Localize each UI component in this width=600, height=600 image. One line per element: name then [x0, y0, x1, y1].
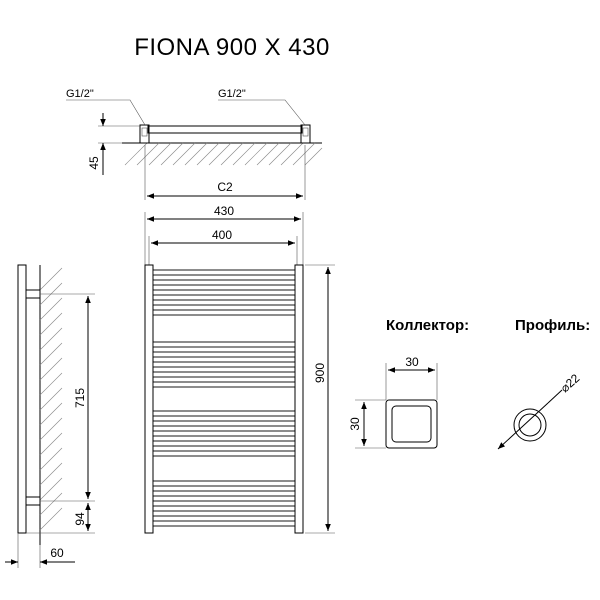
heating-bar	[152, 269, 296, 276]
mount-715-dim: 715	[73, 388, 87, 408]
collector-width-dim: 30	[405, 355, 419, 369]
front-view: 430 400 900	[144, 204, 335, 534]
heating-bar	[152, 430, 296, 437]
width-400-dim: 400	[212, 228, 232, 242]
heating-bar	[152, 480, 296, 487]
width-430-dim: 430	[214, 204, 234, 218]
heating-bar	[152, 440, 296, 447]
collector-section: Коллектор: 30 30	[348, 317, 469, 449]
heating-bar	[152, 279, 296, 286]
radiator-side-profile	[17, 264, 27, 534]
heating-bar	[152, 381, 296, 388]
heating-bar	[152, 341, 296, 348]
thread-left-label: G1/2"	[66, 88, 94, 100]
collector-label: Коллектор:	[386, 317, 469, 334]
height-45-dim: 45	[87, 156, 101, 170]
lower-bracket	[25, 496, 41, 506]
left-connector-top	[139, 124, 150, 144]
heating-bar	[152, 450, 296, 457]
wall-hatch-side	[39, 267, 63, 531]
heating-bar	[152, 309, 296, 316]
collector-height-dim: 30	[348, 417, 362, 431]
heating-bar	[152, 510, 296, 517]
heating-bar	[152, 500, 296, 507]
heating-bar	[152, 490, 296, 497]
side-view: 715 94 60	[5, 264, 95, 568]
heating-bar	[152, 520, 296, 527]
heating-bar	[152, 299, 296, 306]
upper-bracket	[25, 289, 41, 299]
heating-bar	[152, 410, 296, 417]
profile-label: Профиль:	[515, 317, 590, 334]
thread-right-label: G1/2"	[218, 88, 246, 100]
offset-94-dim: 94	[73, 512, 87, 526]
heating-bar	[152, 351, 296, 358]
wall-hatch-top	[124, 142, 323, 166]
profile-section: Профиль: ⌀22	[497, 317, 590, 450]
profile-diameter-dim: ⌀22	[558, 371, 583, 395]
heating-bars	[152, 269, 296, 527]
heating-bar	[152, 420, 296, 427]
collector-square-tube	[385, 399, 438, 449]
right-connector-top	[300, 124, 311, 144]
right-collector	[294, 264, 304, 534]
radiator-top-bar	[147, 125, 303, 134]
profile-round-tube	[513, 408, 547, 442]
heating-bar	[152, 289, 296, 296]
heating-bar	[152, 361, 296, 368]
height-900-dim: 900	[313, 363, 327, 383]
c2-label: C2	[217, 180, 233, 194]
top-view: G1/2" G1/2" 45 C2	[66, 88, 323, 200]
left-collector	[144, 264, 154, 534]
depth-60-dim: 60	[50, 546, 64, 560]
drawing-title: FIONA 900 X 430	[134, 34, 330, 61]
heating-bar	[152, 371, 296, 378]
